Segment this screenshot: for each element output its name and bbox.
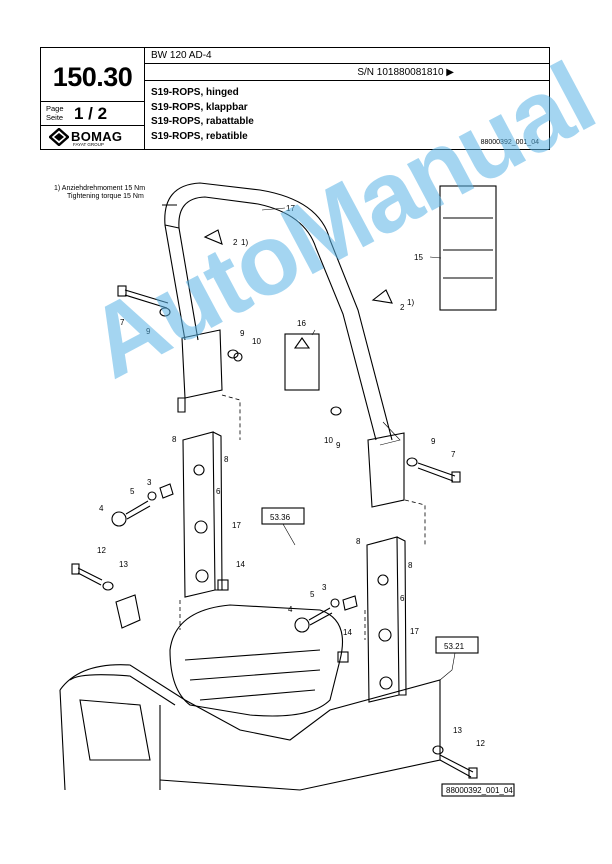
bomag-diamond-icon bbox=[48, 127, 70, 147]
callout-13: 13 bbox=[119, 560, 128, 569]
figure-reference: 88000392_001_04 bbox=[480, 139, 539, 146]
page-label: Page Seite bbox=[46, 104, 64, 122]
callout-15: 15 bbox=[414, 253, 423, 262]
callout-17: 17 bbox=[410, 627, 419, 636]
callout-labels: 17 2 1) 15 2 1) 7 9 9 10 16 8 8 10 9 9 7… bbox=[97, 204, 513, 795]
callout-13: 13 bbox=[453, 726, 462, 735]
callout-10: 10 bbox=[252, 337, 261, 346]
callout-4: 4 bbox=[288, 605, 293, 614]
callout-5: 5 bbox=[130, 487, 135, 496]
callout-8: 8 bbox=[408, 561, 413, 570]
part-titles: S19-ROPS, hinged S19-ROPS, klappbar S19-… bbox=[151, 87, 254, 142]
callout-9: 9 bbox=[146, 327, 151, 336]
ref-53-21: 53.21 bbox=[444, 642, 465, 651]
page-of: 1 / 2 bbox=[74, 104, 108, 123]
bomag-logo: BOMAG FAYAT GROUP bbox=[48, 127, 139, 148]
callout-9: 9 bbox=[336, 441, 341, 450]
callout-8: 8 bbox=[172, 435, 177, 444]
callout-2: 2 bbox=[400, 303, 405, 312]
assembly-lines bbox=[179, 394, 426, 640]
title-block: BW 120 AD-4 S/N 101880081810 ▶ 150.30 Pa… bbox=[40, 47, 550, 150]
page-number: 150.30 bbox=[52, 62, 133, 92]
drawing-number: 88000392_001_04 bbox=[446, 786, 513, 795]
callout-2-note: 1) bbox=[407, 298, 414, 307]
callout-5: 5 bbox=[310, 590, 315, 599]
callout-14: 14 bbox=[343, 628, 352, 637]
callout-16: 16 bbox=[297, 319, 306, 328]
callout-9: 9 bbox=[431, 437, 436, 446]
callout-12: 12 bbox=[476, 739, 485, 748]
callout-8: 8 bbox=[356, 537, 361, 546]
machine-model: BW 120 AD-4 bbox=[151, 50, 212, 61]
serial-number: S/N 101880081810 ▶ bbox=[357, 67, 454, 78]
callout-12: 12 bbox=[97, 546, 106, 555]
ref-53-36: 53.36 bbox=[270, 513, 291, 522]
leader-lines bbox=[261, 207, 456, 681]
torque-note: 1) Anziehdrehmoment 15 Nm Tightening tor… bbox=[54, 185, 146, 200]
callout-4: 4 bbox=[99, 504, 104, 513]
callout-17: 17 bbox=[286, 204, 295, 213]
callout-7: 7 bbox=[120, 318, 125, 327]
callout-9: 9 bbox=[240, 329, 245, 338]
callout-7: 7 bbox=[451, 450, 456, 459]
callout-17: 17 bbox=[232, 521, 241, 530]
callout-2: 2 bbox=[233, 238, 238, 247]
callout-8: 8 bbox=[224, 455, 229, 464]
callout-3: 3 bbox=[322, 583, 327, 592]
callout-6: 6 bbox=[216, 487, 221, 496]
callout-10: 10 bbox=[324, 436, 333, 445]
callout-14: 14 bbox=[236, 560, 245, 569]
callout-2-note: 1) bbox=[241, 238, 248, 247]
exploded-parts-drawing: 17 2 1) 15 2 1) 7 9 9 10 16 8 8 10 9 9 7… bbox=[59, 182, 515, 797]
callout-3: 3 bbox=[147, 478, 152, 487]
rops-line-art bbox=[59, 182, 515, 797]
callout-6: 6 bbox=[400, 594, 405, 603]
